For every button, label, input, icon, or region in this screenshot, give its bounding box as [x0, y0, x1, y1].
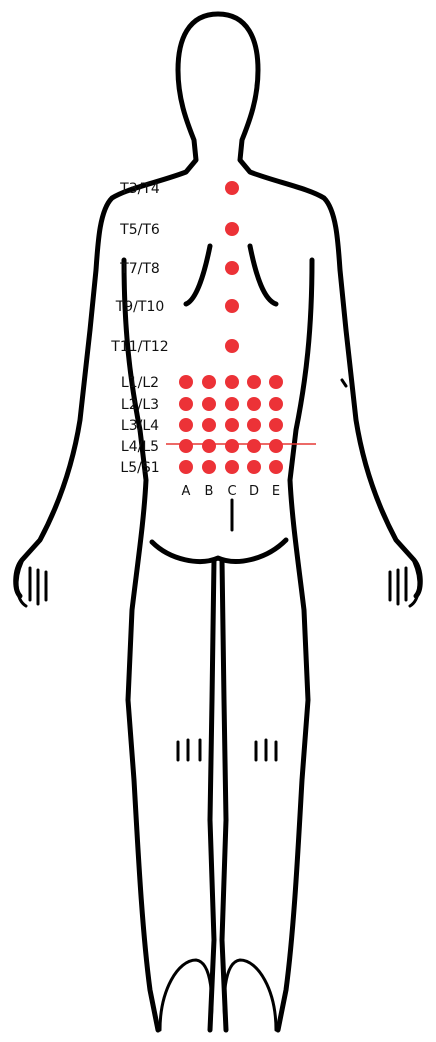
lumbar-point-l3-l4-b[interactable] [202, 418, 216, 432]
thoracic-point-t5-t6[interactable] [225, 222, 239, 236]
lumbar-point-l1-l2-c[interactable] [225, 375, 239, 389]
lumbar-point-l4-l5-e[interactable] [269, 439, 283, 453]
lumbar-point-l3-l4-a[interactable] [179, 418, 193, 432]
lumbar-point-l5-s1-a[interactable] [179, 460, 193, 474]
lumbar-point-l2-l3-e[interactable] [269, 397, 283, 411]
column-label-a: A [182, 484, 191, 499]
lumbar-point-l4-l5-a[interactable] [179, 439, 193, 453]
lumbar-level-label: L2/L3 [121, 397, 159, 413]
lumbar-point-l4-l5-c[interactable] [225, 439, 239, 453]
thoracic-point-t11-t12[interactable] [225, 339, 239, 353]
thoracic-level-label: T7/T8 [119, 261, 160, 277]
lumbar-level-label: L3/L4 [121, 418, 159, 434]
lumbar-point-l4-l5-d[interactable] [247, 439, 261, 453]
lumbar-point-l1-l2-d[interactable] [247, 375, 261, 389]
thoracic-point-t3-t4[interactable] [225, 181, 239, 195]
lumbar-point-l3-l4-d[interactable] [247, 418, 261, 432]
thoracic-level-label: T5/T6 [119, 222, 160, 238]
lumbar-point-l5-s1-d[interactable] [247, 460, 261, 474]
lumbar-point-l5-s1-c[interactable] [225, 460, 239, 474]
thoracic-point-t9-t10[interactable] [225, 299, 239, 313]
body-outline [16, 14, 421, 1030]
thoracic-level-label: T11/T12 [110, 339, 168, 355]
lumbar-point-l1-l2-b[interactable] [202, 375, 216, 389]
lumbar-point-l3-l4-c[interactable] [225, 418, 239, 432]
lumbar-point-l1-l2-e[interactable] [269, 375, 283, 389]
thoracic-point-t7-t8[interactable] [225, 261, 239, 275]
column-label-d: D [249, 484, 259, 499]
column-label-e: E [272, 484, 280, 499]
lumbar-point-l5-s1-b[interactable] [202, 460, 216, 474]
column-label-c: C [227, 484, 236, 499]
column-label-b: B [205, 484, 214, 499]
lumbar-point-l2-l3-d[interactable] [247, 397, 261, 411]
lumbar-point-l2-l3-c[interactable] [225, 397, 239, 411]
lumbar-level-label: L5/S1 [120, 460, 159, 476]
lumbar-point-l4-l5-b[interactable] [202, 439, 216, 453]
lumbar-level-label: L1/L2 [121, 375, 159, 391]
lumbar-point-l2-l3-b[interactable] [202, 397, 216, 411]
lumbar-point-l1-l2-a[interactable] [179, 375, 193, 389]
lumbar-point-l2-l3-a[interactable] [179, 397, 193, 411]
lumbar-point-l3-l4-e[interactable] [269, 418, 283, 432]
lumbar-point-l5-s1-e[interactable] [269, 460, 283, 474]
thoracic-level-label: T3/T4 [119, 181, 160, 197]
lumbar-level-label: L4/L5 [121, 439, 159, 455]
thoracic-level-label: T9/T10 [115, 299, 165, 315]
